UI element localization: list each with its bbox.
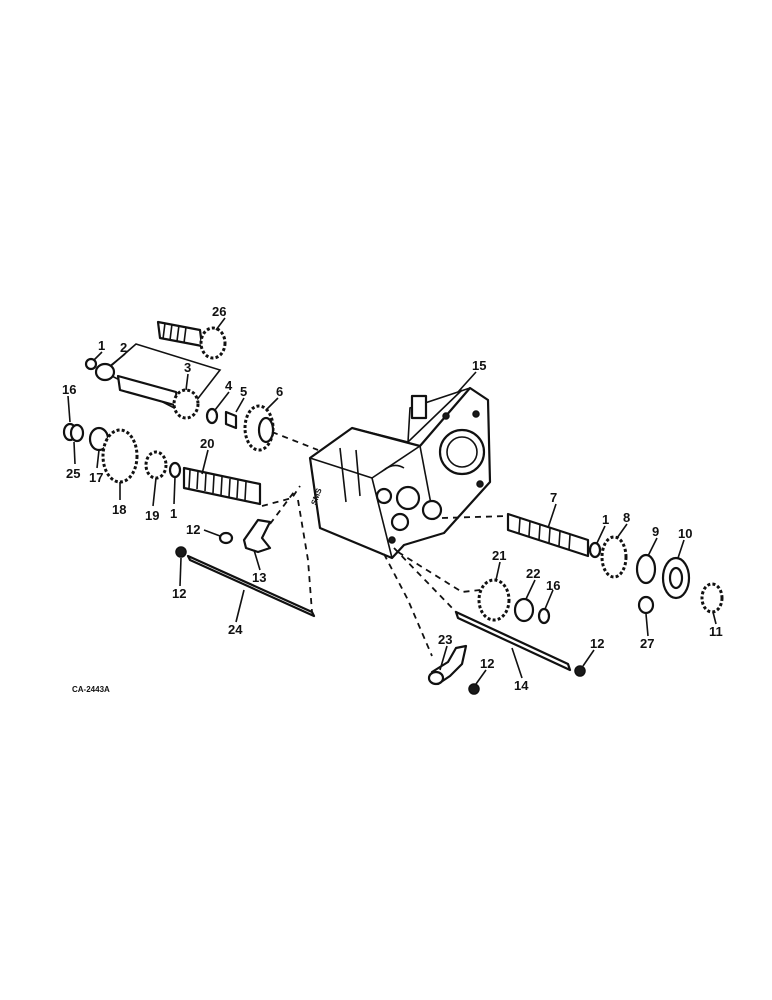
callout-16-right: 16 bbox=[546, 578, 560, 593]
callout-12-rail: 12 bbox=[172, 586, 186, 601]
shaft-assembly-bracket bbox=[84, 343, 275, 452]
callout-2: 2 bbox=[120, 340, 127, 355]
callout-12-lower: 12 bbox=[480, 656, 494, 671]
callout-17: 17 bbox=[89, 470, 103, 485]
output-shaft-26 bbox=[156, 320, 227, 360]
callout-13: 13 bbox=[252, 570, 266, 585]
callout-22: 22 bbox=[526, 566, 540, 581]
callout-numbers: 26 1 2 3 4 5 6 16 25 17 18 19 1 20 15 12… bbox=[62, 304, 723, 693]
callout-19: 19 bbox=[145, 508, 159, 523]
leader-lines bbox=[67, 317, 717, 685]
callout-3: 3 bbox=[184, 360, 191, 375]
callout-8: 8 bbox=[623, 510, 630, 525]
callout-23: 23 bbox=[438, 632, 452, 647]
right-side-parts bbox=[506, 512, 724, 615]
callout-6: 6 bbox=[276, 384, 283, 399]
callout-26: 26 bbox=[212, 304, 226, 319]
callout-21: 21 bbox=[492, 548, 506, 563]
callout-12-right: 12 bbox=[590, 636, 604, 651]
lower-right-parts bbox=[427, 578, 586, 695]
transmission-housing: SMS bbox=[308, 386, 492, 560]
alignment-lines bbox=[261, 431, 509, 657]
callout-7: 7 bbox=[550, 490, 557, 505]
callout-25: 25 bbox=[66, 466, 80, 481]
callout-9: 9 bbox=[652, 524, 659, 539]
callout-12-fork: 12 bbox=[186, 522, 200, 537]
diagram-code: CA-2443A bbox=[72, 685, 110, 694]
callout-1-right: 1 bbox=[602, 512, 609, 527]
callout-1-left: 1 bbox=[170, 506, 177, 521]
left-side-parts bbox=[62, 422, 262, 506]
callout-11: 11 bbox=[709, 624, 723, 639]
callout-10: 10 bbox=[678, 526, 692, 541]
callout-27: 27 bbox=[640, 636, 654, 651]
callout-16-left: 16 bbox=[62, 382, 76, 397]
shift-fork-left bbox=[175, 518, 316, 618]
callout-1-upper: 1 bbox=[98, 338, 105, 353]
callout-5: 5 bbox=[240, 384, 247, 399]
callout-18: 18 bbox=[112, 502, 126, 517]
callout-4: 4 bbox=[225, 378, 233, 393]
callout-15: 15 bbox=[472, 358, 486, 373]
callout-14: 14 bbox=[514, 678, 529, 693]
callout-20: 20 bbox=[200, 436, 214, 451]
callout-24: 24 bbox=[228, 622, 243, 637]
